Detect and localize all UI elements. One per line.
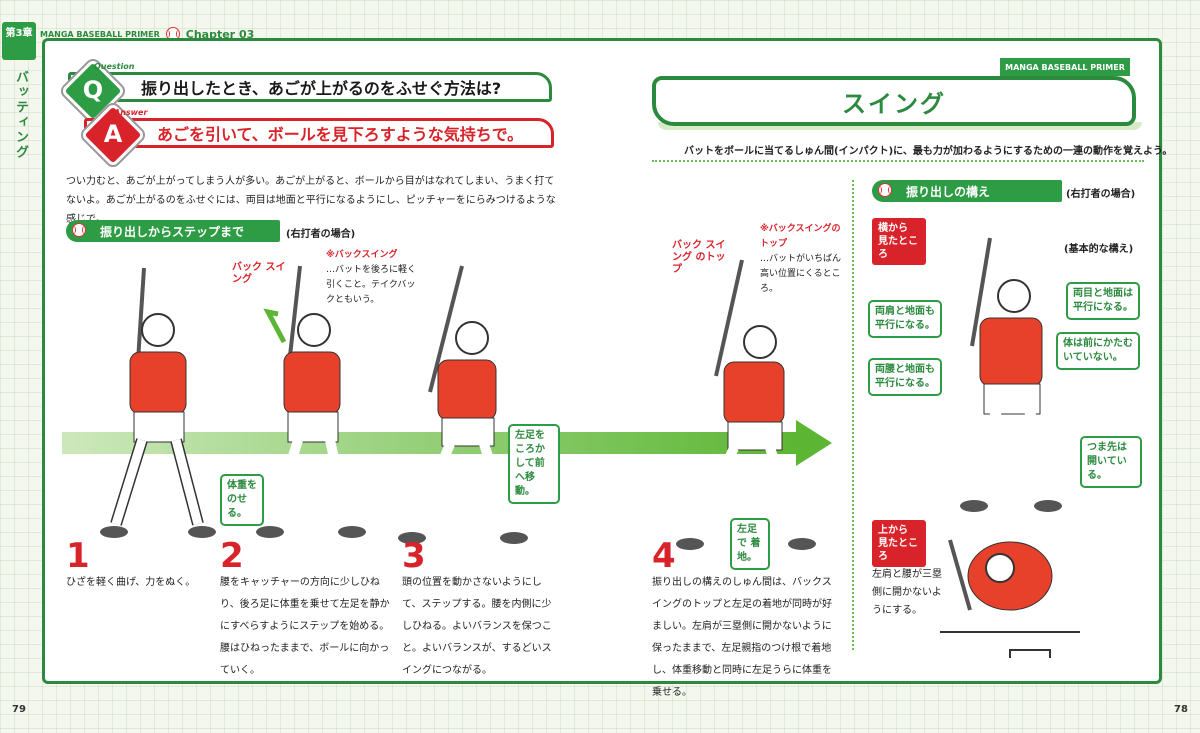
top-label: バック スイング のトップ (672, 240, 726, 275)
top-view-figure (940, 539, 1080, 658)
body-callout: 体は前にかたむいていない。 (1056, 332, 1140, 370)
step-1-number: 1 (66, 536, 90, 576)
hips-callout: 両腰と地面も 平行になる。 (868, 358, 942, 396)
top-note-body: …バットがいちばん高い位置にくるところ。 (760, 254, 842, 294)
question-bar: 振り出したとき、あごが上がるのをふせぐ方法は? (68, 72, 552, 102)
step-3-number: 3 (402, 536, 426, 576)
baseball-icon (878, 183, 892, 197)
left-section-note: (右打者の場合) (286, 229, 356, 240)
top-view-box: 上から 見たところ (872, 520, 926, 567)
back-swing-label: バック スイング (232, 262, 286, 285)
step-1-text: ひざを軽く曲げ、力をぬく。 (66, 577, 196, 588)
step-2-number: 2 (220, 536, 244, 576)
step-3-text: 頭の位置を動かさないようにして、ステップする。腰を内側に少しひねる。よいバランス… (402, 577, 552, 676)
right-section-bar: 振り出しの構え (872, 180, 1062, 202)
eyes-callout: 両目と地面は 平行になる。 (1066, 282, 1140, 320)
question-text: 振り出したとき、あごが上がるのをふせぐ方法は? (141, 79, 502, 98)
right-page-number: 78 (1174, 704, 1188, 715)
step-4-text: 振り出しの構えのしゅん間は、バックスイングのトップと左足の着地が同時が好ましい。… (652, 577, 832, 698)
baseball-icon (165, 27, 180, 41)
left-section-title: 振り出しからステップまで (100, 224, 245, 239)
left-foot-callout: 左足をころかして前へ移動。 (508, 424, 560, 504)
left-page-number: 79 (12, 704, 26, 715)
basic-stance-note: (基本的な構え) (1064, 244, 1134, 255)
toes-callout: つま先は開いている。 (1080, 436, 1142, 488)
land-callout: 左足で 着地。 (730, 518, 770, 570)
top-note: ※バックスイングのトップ …バットがいちばん高い位置にくるところ。 (760, 222, 846, 297)
answer-text: あごを引いて、ボールを見下ろすような気持ちで。 (157, 125, 524, 144)
side-view-box: 横から 見たところ (872, 218, 926, 265)
right-section-title: 振り出しの構え (906, 184, 991, 199)
chapter-label: Chapter 03 (185, 27, 255, 41)
baseball-icon (72, 223, 86, 237)
back-swing-note-body: …バットを後ろに軽く引くこと。テイクバックともいう。 (326, 265, 417, 305)
step-4-number: 4 (652, 536, 676, 576)
back-swing-note: ※バックスイング …バットを後ろに軽く引くこと。テイクバックともいう。 (326, 248, 422, 308)
shoulders-callout: 両肩と地面も 平行になる。 (868, 300, 942, 338)
question-tag: Question (94, 62, 135, 71)
dotted-divider (652, 160, 1144, 162)
series-label: MANGA BASEBALL PRIMER (40, 29, 160, 39)
vertical-divider (852, 180, 854, 650)
answer-tag: Answer (114, 108, 148, 117)
side-view-figure (960, 237, 1062, 512)
top-view-note: 左肩と腰が三塁側に開かないようにする。 (872, 569, 942, 616)
side-title: バッティング (13, 70, 28, 160)
top-note-head: ※バックスイングのトップ (760, 224, 841, 249)
series-tag: MANGA BASEBALL PRIMER (1000, 58, 1130, 76)
batter-figure-2 (256, 265, 366, 538)
progress-arrow-head (796, 420, 832, 466)
right-section-note: (右打者の場合) (1066, 189, 1136, 200)
chapter-tab: 第3章 (2, 22, 36, 60)
progress-arrow (62, 432, 798, 454)
left-section-bar: 振り出しからステップまで (66, 220, 280, 242)
question-letter: Q (82, 76, 104, 104)
answer-letter: A (103, 120, 123, 148)
back-swing-note-head: ※バックスイング (326, 250, 398, 260)
weight-callout: 体重を のせる。 (220, 474, 264, 526)
answer-bar: あごを引いて、ボールを見下ろすような気持ちで。 (84, 118, 554, 148)
breadcrumb: MANGA BASEBALL PRIMER Chapter 03 (40, 27, 254, 41)
batter-figure-3 (398, 265, 528, 544)
title-underlay (658, 122, 1142, 130)
batter-figure-4 (676, 259, 816, 550)
right-description: バットをボールに当てるしゅん間(インパクト)に、最も力が加わるようにするための一… (684, 146, 1173, 157)
page-title: スイング (652, 76, 1136, 126)
intro-text: つい力むと、あごが上がってしまう人が多い。あごが上がると、ボールから目がはなれて… (66, 176, 556, 225)
batter-figure-1 (100, 267, 216, 538)
step-2-text: 腰をキャッチャーの方向に少しひねり、後ろ足に体重を乗せて左足を静かにすべらすよう… (220, 577, 390, 676)
